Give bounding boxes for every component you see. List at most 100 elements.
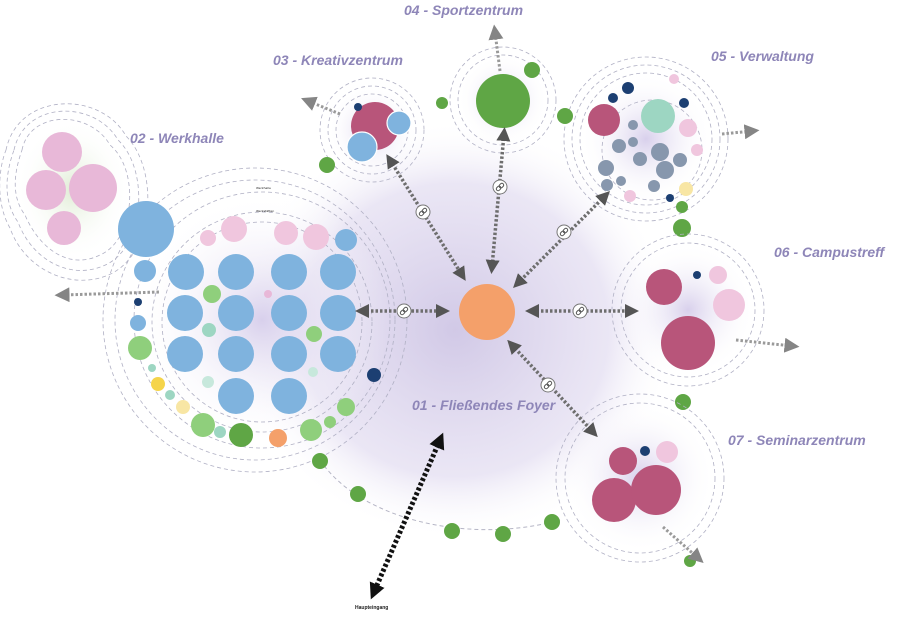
room-bubble <box>128 336 152 360</box>
room-bubble <box>308 367 318 377</box>
room-bubble <box>648 180 660 192</box>
room-bubble <box>661 316 715 370</box>
room-bubble <box>303 224 329 250</box>
room-bubble <box>640 446 650 456</box>
room-bubble <box>319 157 335 173</box>
room-bubble <box>557 108 573 124</box>
werkhalle-zone <box>102 167 408 473</box>
room-bubble <box>354 103 362 111</box>
room-bubble <box>713 289 745 321</box>
room-bubble <box>612 139 626 153</box>
room-bubble <box>337 398 355 416</box>
zone-title-kreativ: 03 - Kreativzentrum <box>273 52 403 68</box>
room-bubble <box>320 295 356 331</box>
room-bubble <box>134 298 142 306</box>
room-bubble <box>320 254 356 290</box>
room-bubble <box>320 336 356 372</box>
room-bubble <box>218 378 254 414</box>
room-bubble <box>624 190 636 202</box>
room-bubble <box>633 152 647 166</box>
room-bubble <box>218 295 254 331</box>
room-bubble <box>200 230 216 246</box>
room-bubble <box>524 62 540 78</box>
room-bubble <box>684 555 696 567</box>
room-bubble <box>346 131 378 163</box>
room-bubble <box>367 368 381 382</box>
zone-title-seminar: 07 - Seminarzentrum <box>728 432 866 448</box>
room-bubble <box>191 413 215 437</box>
zone-title-werkhalle: 02 - Werkhalle <box>130 130 224 146</box>
room-bubble <box>42 132 82 172</box>
room-bubble <box>544 514 560 530</box>
room-bubble <box>134 260 156 282</box>
room-bubble <box>675 394 691 410</box>
foyer-hub <box>459 284 515 340</box>
room-bubble <box>300 419 322 441</box>
room-bubble <box>673 219 691 237</box>
room-bubble <box>598 160 614 176</box>
room-bubble <box>167 295 203 331</box>
main-entrance-label: Haupteingang <box>355 605 388 611</box>
room-bubble <box>651 143 669 161</box>
room-bubble <box>271 295 307 331</box>
room-bubble <box>592 478 636 522</box>
room-bubble <box>608 93 618 103</box>
room-bubble <box>203 285 221 303</box>
room-bubble <box>271 378 307 414</box>
room-bubble <box>176 400 190 414</box>
room-bubble <box>312 453 328 469</box>
seminarzentrum-zone <box>555 393 725 567</box>
room-bubble <box>679 182 693 196</box>
room-bubble <box>202 323 216 337</box>
werkhalle-rooms <box>118 201 381 447</box>
room-bubble <box>666 194 674 202</box>
room-bubble <box>669 74 679 84</box>
room-bubble <box>214 426 226 438</box>
room-bubble <box>616 176 626 186</box>
room-bubble <box>656 441 678 463</box>
room-bubble <box>495 526 511 542</box>
room-bubble <box>691 144 703 156</box>
room-bubble <box>628 137 638 147</box>
room-bubble <box>350 486 366 502</box>
room-bubble <box>679 98 689 108</box>
external-access <box>54 24 800 563</box>
werkstaetten-group-label: Werkstätten <box>256 209 274 213</box>
link-icon-glyphs <box>399 182 585 390</box>
room-bubble <box>679 119 697 137</box>
zone-title-verwaltung: 05 - Verwaltung <box>711 48 814 64</box>
room-bubble <box>221 216 247 242</box>
room-bubble <box>47 211 81 245</box>
room-bubble <box>274 221 298 245</box>
room-bubble <box>476 74 530 128</box>
zone-title-campustreff: 06 - Campustreff <box>774 244 886 260</box>
zone-title-foyer: 01 - Fließendes Foyer <box>412 397 557 413</box>
room-bubble <box>218 254 254 290</box>
room-bubble <box>271 254 307 290</box>
room-bubble <box>148 364 156 372</box>
sportzentrum-zone <box>449 46 557 154</box>
kreativzentrum-zone <box>319 77 425 183</box>
room-bubble <box>202 376 214 388</box>
room-bubble <box>168 254 204 290</box>
room-bubble <box>673 153 687 167</box>
werkhalle-group-label: Werkhalle <box>256 186 271 190</box>
room-bubble <box>628 120 638 130</box>
room-bubble <box>151 377 165 391</box>
room-bubble <box>601 179 613 191</box>
room-bubble <box>631 465 681 515</box>
room-bubble <box>26 170 66 210</box>
room-bubble <box>641 99 675 133</box>
room-bubble <box>386 110 412 136</box>
room-bubble <box>229 423 253 447</box>
room-bubble <box>167 336 203 372</box>
room-bubble <box>165 390 175 400</box>
room-bubble <box>676 201 688 213</box>
zone-title-sport: 04 - Sportzentrum <box>404 2 523 18</box>
room-bubble <box>444 523 460 539</box>
room-bubble <box>646 269 682 305</box>
foyer-perimeter-rooms <box>312 97 573 542</box>
werkhalle-annex <box>0 103 149 281</box>
main-entrance-arrow <box>369 432 445 600</box>
